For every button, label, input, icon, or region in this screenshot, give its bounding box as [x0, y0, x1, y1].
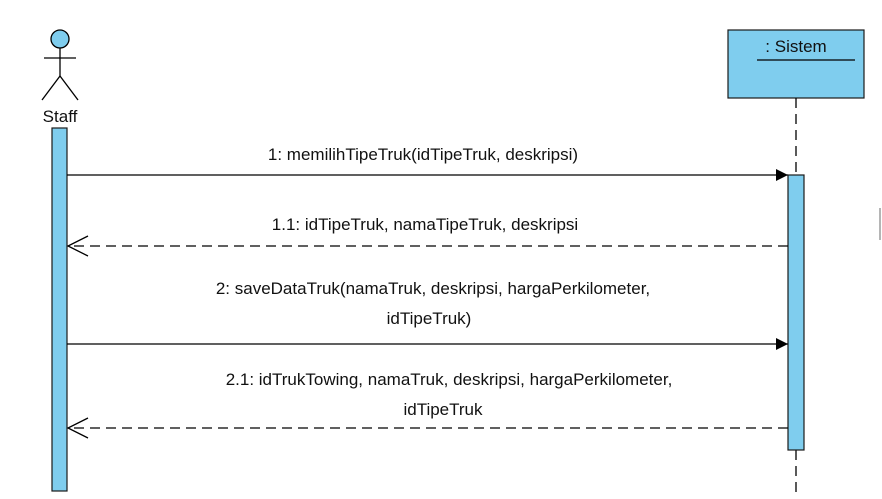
- message-2-1: 2.1: idTrukTowing, namaTruk, deskripsi, …: [66, 370, 788, 439]
- actor-right-leg: [59, 75, 79, 101]
- actor-left-leg: [41, 75, 61, 101]
- message-1-1-arrowhead: [66, 235, 89, 257]
- staff-actor: Staff: [41, 29, 79, 126]
- sistem-object: : Sistem: [727, 29, 865, 99]
- message-1-1-label: 1.1: idTipeTruk, namaTipeTruk, deskripsi: [272, 215, 578, 234]
- message-2-label-line-1: 2: saveDataTruk(namaTruk, deskripsi, har…: [216, 279, 650, 298]
- message-1-1: 1.1: idTipeTruk, namaTipeTruk, deskripsi: [66, 215, 788, 257]
- message-1: 1: memilihTipeTruk(idTipeTruk, deskripsi…: [67, 145, 788, 181]
- message-2: 2: saveDataTruk(namaTruk, deskripsi, har…: [67, 279, 788, 350]
- object-box: [727, 29, 865, 99]
- object-name: : Sistem: [765, 37, 826, 56]
- message-2-1-label-line-2: idTipeTruk: [403, 400, 483, 419]
- staff-activation-bar: [51, 127, 68, 492]
- message-1-label: 1: memilihTipeTruk(idTipeTruk, deskripsi…: [268, 145, 578, 164]
- message-2-1-label-line-1: 2.1: idTrukTowing, namaTruk, deskripsi, …: [226, 370, 673, 389]
- sistem-activation-bar: [787, 174, 805, 451]
- message-2-label-line-2: idTipeTruk): [387, 309, 472, 328]
- actor-name: Staff: [43, 107, 78, 126]
- message-2-1-arrowhead: [66, 417, 89, 439]
- actor-head-icon: [50, 29, 70, 49]
